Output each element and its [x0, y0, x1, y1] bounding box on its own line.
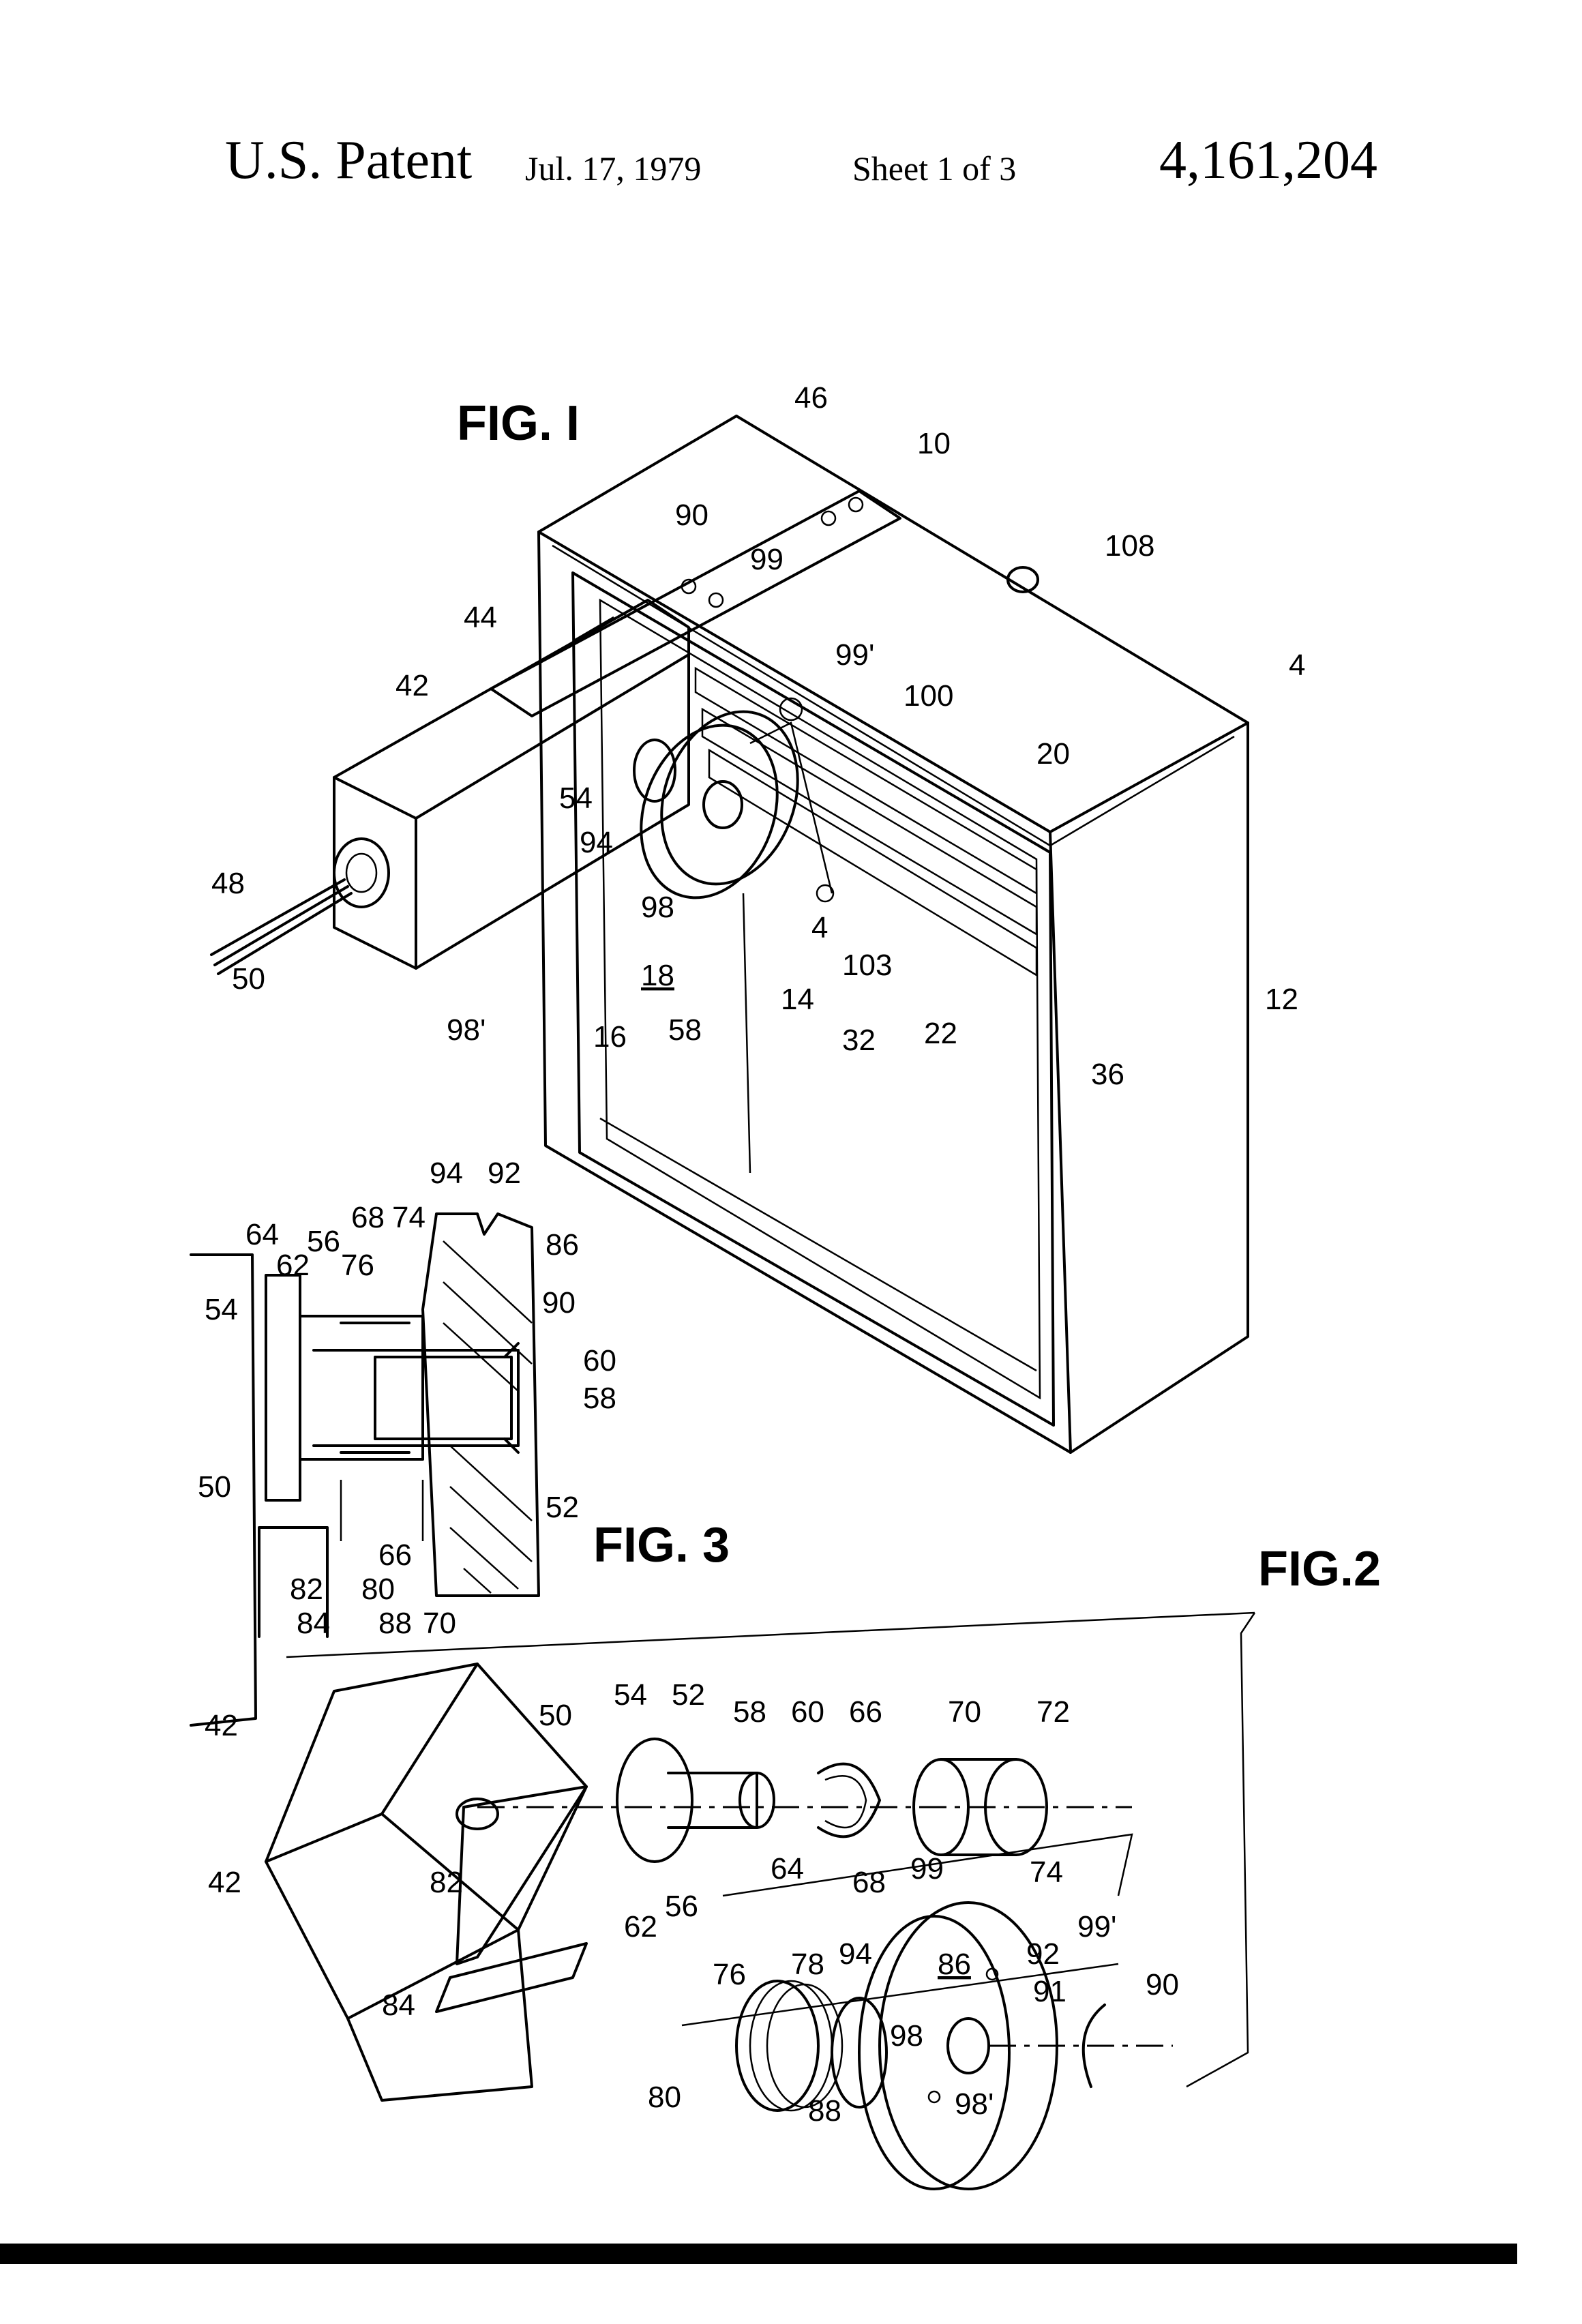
ref2-42: 42	[208, 1866, 241, 1899]
ref2-52: 52	[672, 1678, 705, 1712]
ref3-42: 42	[205, 1709, 238, 1742]
ref3-56: 56	[307, 1225, 340, 1258]
ref3-92: 92	[488, 1157, 521, 1190]
ref-90: 90	[675, 498, 708, 532]
ref2-78: 78	[791, 1948, 824, 1981]
ref2-92: 92	[1026, 1937, 1060, 1971]
ref-46: 46	[794, 381, 828, 415]
ref3-82: 82	[290, 1573, 323, 1606]
ref-4b: 4	[811, 911, 828, 944]
ref2-72: 72	[1036, 1695, 1070, 1729]
ref-99p: 99'	[835, 638, 874, 672]
ref2-76: 76	[713, 1958, 746, 1991]
ref3-66: 66	[378, 1538, 412, 1572]
ref2-66: 66	[849, 1695, 882, 1729]
ref3-86: 86	[546, 1228, 579, 1262]
ref2-98p: 98'	[955, 2087, 994, 2121]
ref2-86: 86	[938, 1948, 971, 1981]
ref-58: 58	[668, 1013, 702, 1047]
ref-12: 12	[1265, 983, 1298, 1016]
ref2-94: 94	[839, 1937, 872, 1971]
ref2-91: 91	[1033, 1975, 1066, 2008]
ref-20: 20	[1036, 737, 1070, 771]
ref2-99: 99	[910, 1852, 944, 1886]
ref-44: 44	[464, 601, 497, 634]
ref3-76: 76	[341, 1249, 374, 1282]
ref3-52: 52	[546, 1491, 579, 1524]
ref3-64: 64	[245, 1218, 279, 1251]
ref-22: 22	[924, 1017, 957, 1050]
ref-4a: 4	[1289, 649, 1305, 682]
ref-98: 98	[641, 891, 674, 924]
ref3-88: 88	[378, 1607, 412, 1640]
ref2-56: 56	[665, 1890, 698, 1923]
ref-99: 99	[750, 543, 783, 576]
ref2-60: 60	[791, 1695, 824, 1729]
ref3-70: 70	[423, 1607, 456, 1640]
ref3-60: 60	[583, 1344, 616, 1377]
ref2-98: 98	[890, 2019, 923, 2053]
ref-42: 42	[395, 669, 429, 702]
ref2-50: 50	[539, 1699, 572, 1732]
ref-10: 10	[917, 427, 951, 460]
ref-32: 32	[842, 1024, 876, 1057]
fig1-title: FIG. I	[457, 396, 580, 451]
ref-16: 16	[593, 1020, 627, 1054]
bottom-rule	[0, 2244, 1517, 2264]
ref-50: 50	[232, 962, 265, 996]
ref3-94: 94	[430, 1157, 463, 1190]
ref3-62: 62	[276, 1249, 310, 1282]
ref2-62: 62	[624, 1910, 657, 1943]
ref-100: 100	[904, 679, 953, 713]
ref2-70: 70	[948, 1695, 981, 1729]
ref-103: 103	[842, 949, 892, 982]
ref3-54: 54	[205, 1293, 238, 1326]
ref2-84: 84	[382, 1988, 415, 2022]
ref2-68: 68	[852, 1866, 886, 1899]
ref2-64: 64	[771, 1852, 804, 1886]
fig2-title: FIG.2	[1258, 1542, 1381, 1596]
ref2-99p: 99'	[1077, 1910, 1116, 1943]
ref3-90: 90	[542, 1286, 576, 1320]
ref2-54: 54	[614, 1678, 647, 1712]
fig3-reference-labels: 94 92 64 56 68 74 86 62 76 54 90 60 58 5…	[198, 1157, 616, 1742]
ref-18: 18	[641, 959, 674, 992]
fig1-reference-labels: 46 10 90 99 108 44 99' 4 42 100 20 54 94…	[211, 381, 1305, 1091]
ref-14: 14	[781, 983, 814, 1016]
ref3-80: 80	[361, 1573, 395, 1606]
ref2-58: 58	[733, 1695, 766, 1729]
ref3-58: 58	[583, 1382, 616, 1415]
ref2-90: 90	[1146, 1968, 1179, 2001]
ref3-74: 74	[392, 1201, 426, 1234]
ref2-82: 82	[430, 1866, 463, 1899]
fig2-reference-labels: 50 54 52 58 60 66 70 72 42 82 64 68 99 7…	[208, 1678, 1179, 2128]
ref2-80: 80	[648, 2081, 681, 2114]
ref-48: 48	[211, 867, 245, 900]
ref2-88: 88	[808, 2094, 841, 2128]
ref-94: 94	[580, 826, 613, 859]
fig3-title: FIG. 3	[593, 1518, 730, 1573]
ref2-74: 74	[1030, 1856, 1063, 1889]
ref-98p: 98'	[447, 1013, 486, 1047]
ref3-84: 84	[297, 1607, 330, 1640]
ref3-50: 50	[198, 1470, 231, 1504]
ref-54: 54	[559, 781, 593, 815]
ref-108: 108	[1105, 529, 1154, 563]
ref-36: 36	[1091, 1058, 1124, 1091]
fig1-drawing	[211, 416, 1248, 1452]
ref3-68: 68	[351, 1201, 385, 1234]
